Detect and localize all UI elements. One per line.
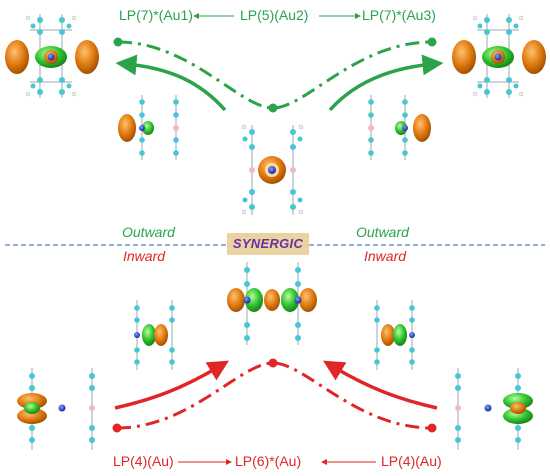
top-label-left: LP(7)*(Au1) bbox=[119, 7, 193, 23]
top-label-right: LP(7)*(Au3) bbox=[362, 7, 436, 23]
inward-arrow-left bbox=[114, 360, 230, 410]
molecule-bottom-left bbox=[17, 368, 95, 450]
bottom-label-center: LP(6)*(Au) bbox=[235, 453, 302, 469]
bottom-label-left: LP(4)(Au) bbox=[113, 453, 174, 469]
inward-energy-curve bbox=[116, 361, 433, 430]
inward-point-center bbox=[268, 358, 278, 368]
inward-label-right: Inward bbox=[364, 248, 407, 264]
outward-energy-curve bbox=[117, 40, 433, 110]
outward-label-right: Outward bbox=[356, 224, 409, 240]
bottom-label-right: LP(4)(Au) bbox=[381, 453, 442, 469]
outward-point-right bbox=[427, 37, 437, 47]
inward-point-left bbox=[112, 423, 122, 433]
molecule-upper-small-right bbox=[368, 95, 431, 160]
molecule-top-right bbox=[452, 14, 546, 98]
molecule-top-left bbox=[5, 14, 99, 98]
molecule-lower-small-left bbox=[134, 300, 175, 370]
top-label-center: LP(5)(Au2) bbox=[240, 7, 309, 23]
outward-arrow-right bbox=[328, 54, 444, 112]
molecule-lower-center bbox=[227, 262, 317, 345]
synergic-tag: SYNERGIC bbox=[227, 233, 309, 255]
inward-label-left: Inward bbox=[123, 248, 166, 264]
inward-point-right bbox=[427, 423, 437, 433]
inward-arrow-right bbox=[322, 360, 438, 410]
molecule-upper-center bbox=[241, 124, 304, 215]
outward-point-center bbox=[268, 103, 278, 113]
molecule-lower-small-right bbox=[374, 300, 415, 370]
molecule-upper-small-left bbox=[118, 95, 179, 160]
molecule-bottom-right bbox=[455, 368, 533, 450]
outward-label-left: Outward bbox=[122, 224, 175, 240]
outward-arrow-left bbox=[115, 54, 227, 112]
outward-point-left bbox=[113, 37, 123, 47]
